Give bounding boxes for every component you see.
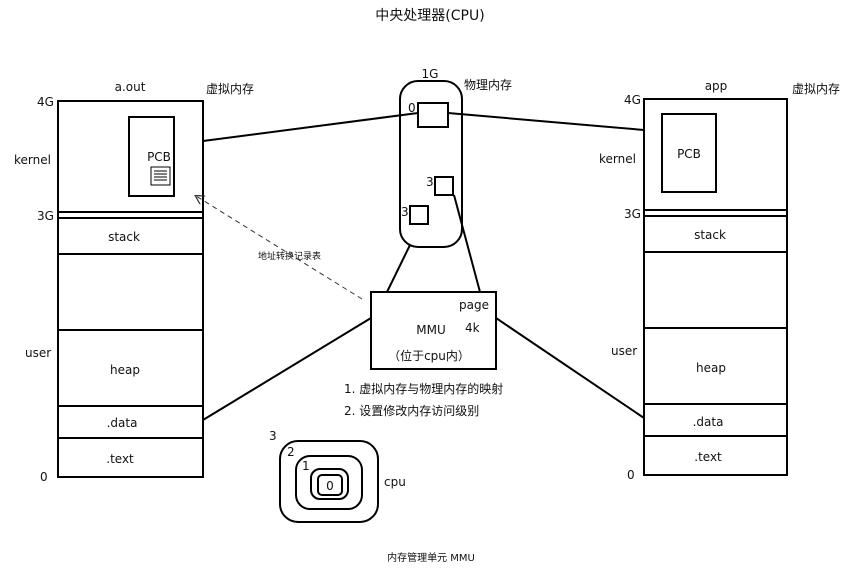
mmu-box xyxy=(370,291,497,370)
left-data-label: .data xyxy=(107,416,138,430)
link-left-kernel-to-phys xyxy=(202,112,419,142)
right-vm-label: 虚拟内存 xyxy=(792,82,840,96)
left-pcb-box xyxy=(128,116,175,197)
right-data-label: .data xyxy=(693,415,724,429)
physical-page-0 xyxy=(417,102,449,128)
right-stack-label: stack xyxy=(694,228,726,242)
left-addr-3g: 3G xyxy=(37,209,54,223)
right-pcb-box xyxy=(661,113,717,193)
diagram-title: 中央处理器(CPU) xyxy=(375,8,484,24)
mmu-page-label: page xyxy=(459,298,489,312)
physical-page-0-label: 0 xyxy=(408,101,416,115)
left-user-label: user xyxy=(25,346,51,360)
mmu-function-2: 2. 设置修改内存访问级别 xyxy=(344,403,479,418)
link-phys-to-right-kernel xyxy=(447,112,645,131)
ring-3-label: 3 xyxy=(269,429,277,443)
right-pcb-label: PCB xyxy=(677,147,701,161)
ring-2-label: 2 xyxy=(287,445,295,459)
left-process-name: a.out xyxy=(115,80,146,94)
mmu-block: page 4k MMU （位于cpu内） xyxy=(370,291,497,370)
right-heap-label: heap xyxy=(696,361,726,375)
right-user-label: user xyxy=(611,344,637,358)
right-addr-0: 0 xyxy=(627,468,635,482)
physical-memory-container xyxy=(399,80,463,248)
left-memory-column xyxy=(57,100,204,478)
right-memory-column xyxy=(643,98,788,476)
cpu-label: cpu xyxy=(384,475,406,489)
left-vm-label: 虚拟内存 xyxy=(206,82,254,96)
left-addr-0: 0 xyxy=(40,470,48,484)
mmu-function-1: 1. 虚拟内存与物理内存的映射 xyxy=(344,381,503,396)
physical-memory-label: 物理内存 xyxy=(464,78,512,92)
left-heap-label: heap xyxy=(110,363,140,377)
mmu-name: MMU xyxy=(416,323,446,337)
right-text-label: .text xyxy=(694,450,722,464)
link-mmu-to-right-data xyxy=(495,317,645,419)
ring-0-label: 0 xyxy=(326,479,334,493)
ring-1-label: 1 xyxy=(302,459,310,473)
ring-2 xyxy=(295,455,363,510)
left-pcb-label: PCB xyxy=(147,150,171,164)
physical-page-2-label: 3 xyxy=(401,205,409,219)
link-left-data-to-mmu xyxy=(202,317,372,421)
physical-memory: 1G 物理内存 0 3 3 xyxy=(399,67,512,248)
right-addr-3g: 3G xyxy=(624,207,641,221)
left-stack-label: stack xyxy=(108,230,140,244)
mmu-location: （位于cpu内） xyxy=(388,348,470,363)
link-mmu-to-phys-left xyxy=(386,244,411,293)
right-addr-4g: 4G xyxy=(624,93,641,107)
mapping-table-label: 地址转换记录表 xyxy=(258,250,321,262)
right-process-name: app xyxy=(705,79,728,93)
right-address-space: app 虚拟内存 4G 3G 0 kernel user PCB stack h… xyxy=(599,79,840,482)
left-address-space: a.out 虚拟内存 4G 3G 0 kernel user PCB stack… xyxy=(14,80,254,484)
mapping-table-arrow xyxy=(196,196,363,300)
left-kernel-label: kernel xyxy=(14,153,51,167)
ring-1 xyxy=(310,468,349,500)
left-addr-4g: 4G xyxy=(37,95,54,109)
document-icon xyxy=(150,166,171,186)
right-kernel-label: kernel xyxy=(599,152,636,166)
physical-memory-size: 1G xyxy=(422,67,439,81)
diagram-caption: 内存管理单元 MMU xyxy=(387,551,475,564)
physical-page-1-label: 3 xyxy=(426,175,434,189)
ring-0 xyxy=(317,474,343,496)
mmu-page-size: 4k xyxy=(465,321,480,335)
physical-page-2 xyxy=(409,205,429,225)
link-mmu-to-phys-right xyxy=(453,194,481,293)
physical-page-1 xyxy=(434,176,454,196)
ring-3 xyxy=(279,440,379,523)
left-text-label: .text xyxy=(106,452,134,466)
cpu-privilege-rings: 3 2 1 0 cpu xyxy=(269,429,406,523)
